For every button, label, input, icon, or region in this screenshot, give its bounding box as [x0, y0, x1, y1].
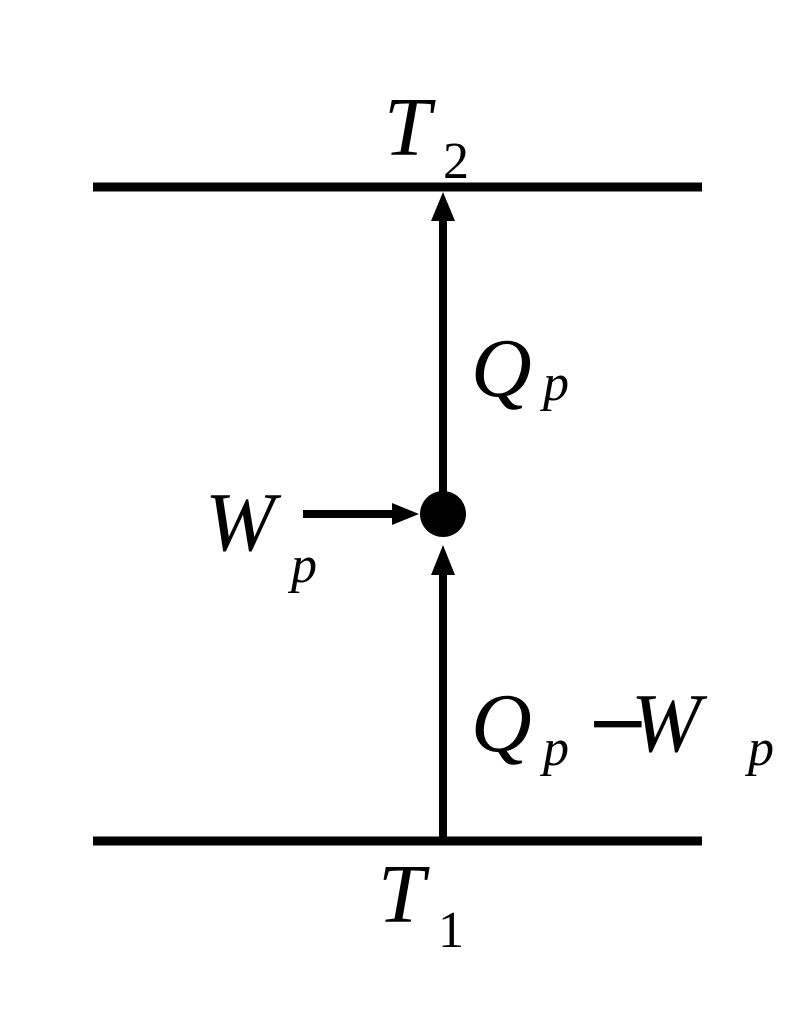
upper-flow-arrowhead	[431, 192, 455, 221]
lower-flow-label: Q p − W p	[471, 677, 774, 777]
upper-flow-subscript: p	[539, 355, 569, 412]
lower-flow-right-symbol: W	[631, 677, 708, 770]
work-subscript: p	[287, 537, 317, 594]
work-symbol: W	[205, 476, 282, 569]
cold-reservoir-label: T 1	[378, 848, 464, 959]
upper-flow-label: Q p	[471, 322, 569, 415]
cold-reservoir-symbol: T	[378, 848, 430, 941]
lower-flow-left-subscript: p	[539, 720, 569, 777]
cold-reservoir-subscript: 1	[438, 902, 464, 959]
work-label: W p	[205, 476, 317, 594]
lower-flow-operator: −	[586, 677, 650, 766]
work-arrowhead	[392, 503, 419, 525]
hot-reservoir-subscript: 2	[443, 133, 469, 190]
lower-flow-left-symbol: Q	[471, 677, 532, 770]
heat-pump-node	[420, 491, 466, 537]
hot-reservoir-label: T 2	[384, 81, 469, 190]
lower-flow-right-subscript: p	[744, 720, 774, 777]
lower-flow-arrowhead	[431, 545, 455, 575]
hot-reservoir-symbol: T	[384, 81, 436, 174]
upper-flow-symbol: Q	[471, 322, 532, 415]
